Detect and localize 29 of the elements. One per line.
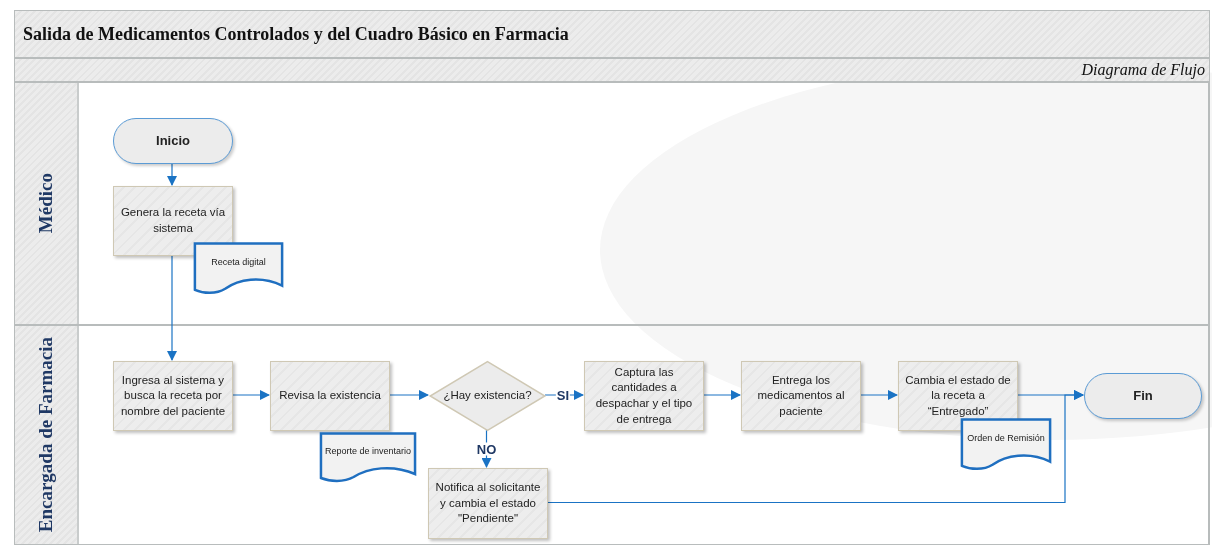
arrow [167,254,177,361]
arrow [859,390,898,400]
process-box: Notifica al solicitante y cambia el estado "Pendiente" [428,468,548,539]
process-box: Captura las cantidades a despachar y el tipo de entrega [584,361,704,431]
document-shape: Orden de Remisión [961,419,1051,471]
lane-label: Encargada de Farmacia [35,337,57,533]
document-shape: Reporte de inventario [320,433,416,483]
decision-diamond: ¿Hay existencia? [429,361,546,431]
process-box: Ingresa al sistema y busca la receta por nombre del paciente [113,361,233,431]
document-shape: Receta digital [194,243,283,295]
arrow [231,390,270,400]
edge-label: SI [555,388,571,402]
arrow [167,162,177,186]
arrow [388,390,429,400]
edge-label: NO [475,442,498,455]
terminator-pill: Fin [1084,373,1202,419]
process-box: Cambia el estado de la receta a “Entregado” [898,361,1018,431]
diagram-title: Salida de Medicamentos Controlados y del Cuadro Básico en Farmacia [23,23,569,45]
lane-label: Médico [35,173,57,234]
arrow [702,390,741,400]
process-box: Revisa la existencia [270,361,390,431]
terminator-pill: Inicio [113,118,233,164]
arrow [481,429,492,468]
diagram-type-label: Diagrama de Flujo [1081,61,1205,79]
swimlane [14,325,1210,545]
process-box: Genera la receta vía sistema [113,186,233,256]
process-box: Entrega los medicamentos al paciente [741,361,861,431]
arrow [546,390,1084,504]
swimlane [14,82,1210,325]
